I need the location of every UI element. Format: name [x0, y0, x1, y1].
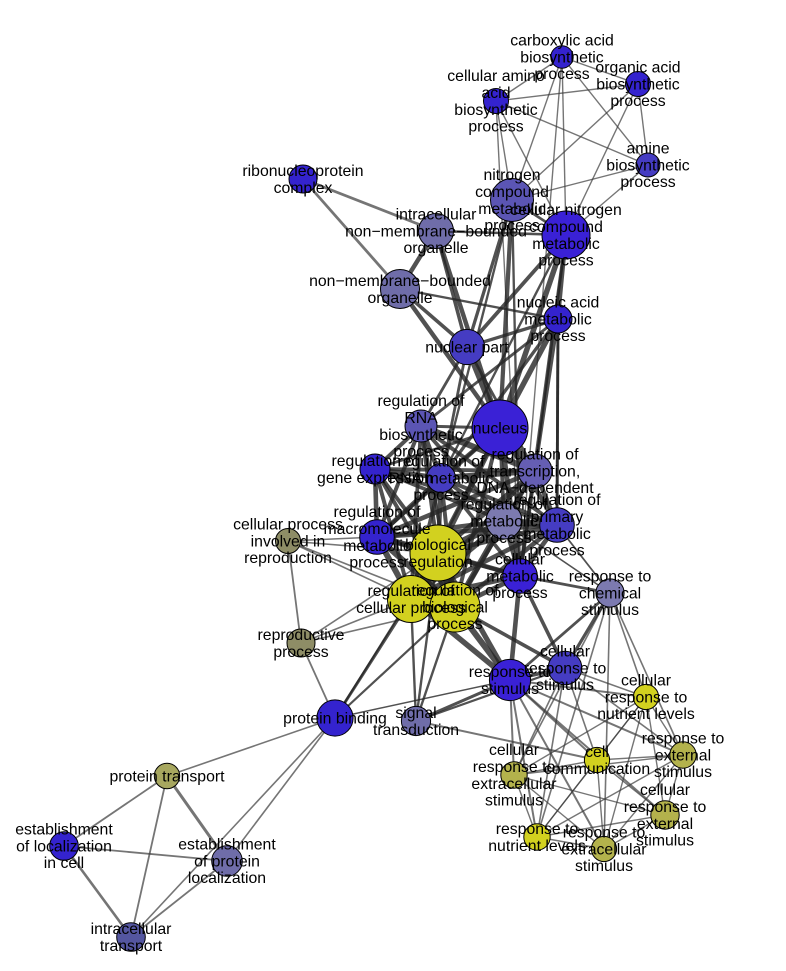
svg-text:protein transport: protein transport: [109, 768, 225, 785]
svg-text:protein binding: protein binding: [283, 710, 387, 727]
svg-text:nucleus: nucleus: [473, 420, 528, 437]
svg-text:nuclear part: nuclear part: [425, 339, 509, 356]
